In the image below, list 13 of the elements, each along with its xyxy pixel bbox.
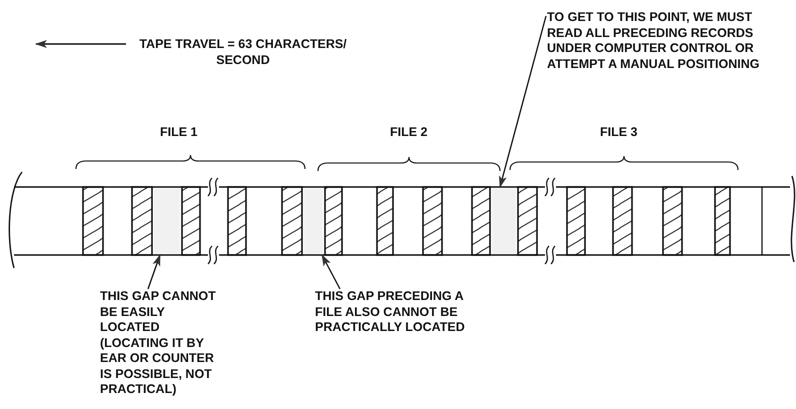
record-gap xyxy=(304,188,323,254)
callout-text: THIS GAP CANNOT BE EASILY LOCATED (LOCATING IT BY EAR OR COUNTER IS POSSIBLE, NOT PRACTICAL) xyxy=(100,289,218,398)
file-label: FILE 3 xyxy=(600,125,638,140)
leader-line xyxy=(321,254,341,290)
callout-text: THIS GAP PRECEDING A FILE ALSO CANNOT BE PRACTICALLY LOCATED xyxy=(315,289,465,336)
file-label: FILE 1 xyxy=(160,125,198,140)
callout-text: TO GET TO THIS POINT, WE MUST READ ALL PRECEDING RECORDS UNDER COMPUTER CONTROL OR ATTEMPT A MANUAL POSITIONING xyxy=(547,10,762,72)
file-label: FILE 2 xyxy=(390,125,428,140)
record-gap xyxy=(154,188,180,254)
leader-line xyxy=(147,254,161,290)
leader-line xyxy=(499,16,547,188)
direction-label: TAPE TRAVEL = 63 CHARACTERS/ SECOND xyxy=(138,37,348,68)
record-gap xyxy=(492,188,516,254)
